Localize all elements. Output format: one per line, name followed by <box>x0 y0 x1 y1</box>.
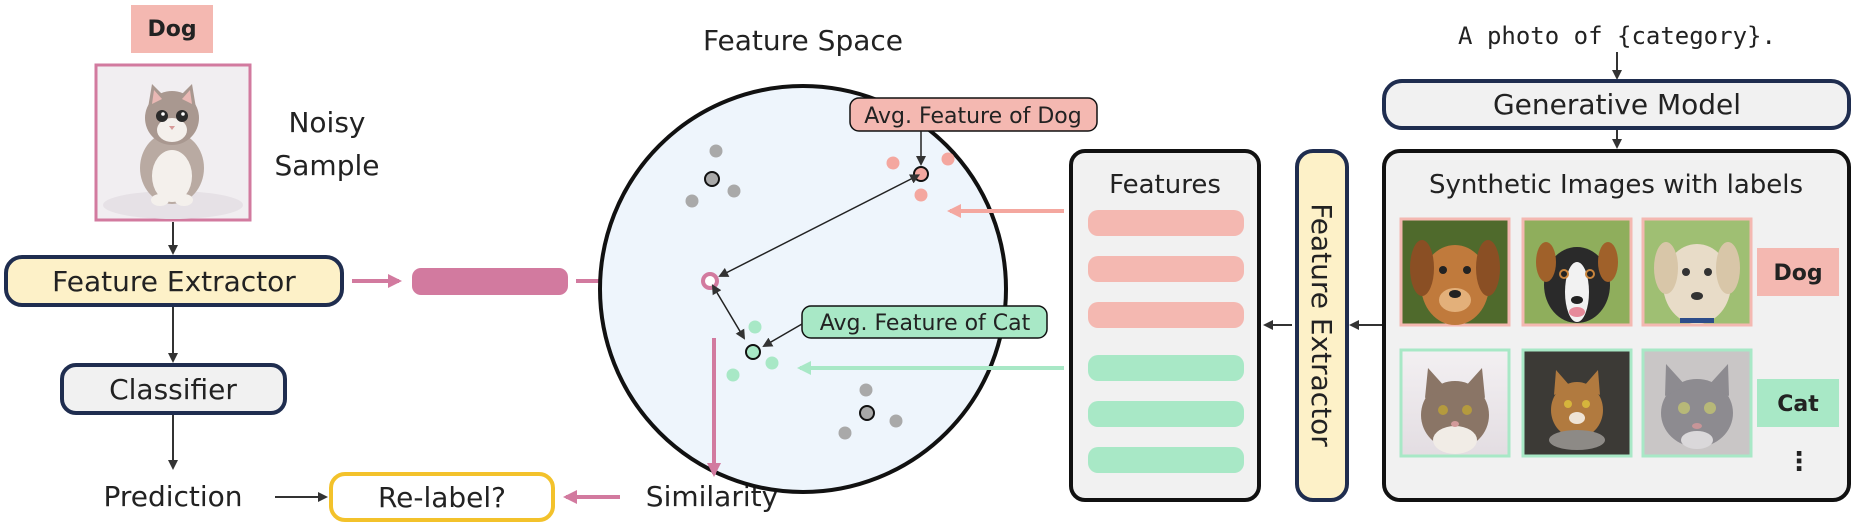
cat-image-2 <box>1521 348 1633 458</box>
synthetic-images-panel: Synthetic Images with labels <box>1382 149 1851 502</box>
dog-feature-cluster <box>886 152 955 202</box>
generative-model-label: Generative Model <box>1493 88 1741 121</box>
noisy-label-line1: Noisy <box>288 106 365 139</box>
generative-model-box: Generative Model <box>1382 79 1851 130</box>
noisy-label-line2: Sample <box>275 149 380 182</box>
noisy-sample-image <box>94 63 252 222</box>
distance-to-cat <box>711 284 746 340</box>
dog-tag-label: Dog <box>147 17 196 42</box>
feature-extractor-label: Feature Extractor <box>52 265 296 298</box>
feature-space-title: Feature Space <box>703 24 903 57</box>
dog-image-3 <box>1641 217 1753 327</box>
relabel-label: Re-label? <box>378 481 506 514</box>
dog-class-tag: Dog <box>1757 248 1839 296</box>
relabel-box: Re-label? <box>329 472 555 522</box>
synthetic-title: Synthetic Images with labels <box>1429 170 1803 200</box>
cat-image-1 <box>1399 348 1511 458</box>
cat-image-3 <box>1641 348 1753 458</box>
dog-feature-bar <box>1088 302 1244 328</box>
cat-feature-cluster <box>726 320 779 382</box>
avg-dog-point <box>913 166 929 182</box>
avg-cat-point <box>745 344 761 360</box>
dog-image-2 <box>1521 217 1633 327</box>
features-title: Features <box>1109 170 1221 200</box>
features-panel: Features <box>1069 149 1261 502</box>
dog-tag: Dog <box>131 5 213 53</box>
distance-to-dog <box>718 174 921 277</box>
avg-cat-callout: Avg. Feature of Cat <box>801 305 1048 339</box>
avg-cat-label: Avg. Feature of Cat <box>820 311 1031 336</box>
feature-extractor-box: Feature Extractor <box>4 255 344 307</box>
noisy-sample-point <box>701 272 719 290</box>
classifier-box: Classifier <box>60 363 287 415</box>
cat-class-tag: Cat <box>1757 379 1839 427</box>
gray-cluster-bottom <box>838 383 903 440</box>
feature-space-circle <box>598 84 1008 494</box>
dog-class-label: Dog <box>1773 261 1822 286</box>
prompt-text: A photo of {category}. <box>1458 22 1776 50</box>
prediction-label: Prediction <box>103 480 242 513</box>
more-ellipsis: ⋮ <box>1786 447 1812 477</box>
dog-image-1 <box>1399 217 1511 327</box>
feature-extractor-vertical-label: Feature Extractor <box>1305 203 1338 447</box>
feature-extractor-vertical: Feature Extractor <box>1295 149 1349 502</box>
dog-feature-bar <box>1088 256 1244 282</box>
classifier-label: Classifier <box>109 373 237 406</box>
cat-feature-bar <box>1088 355 1244 381</box>
cat-feature-bar <box>1088 447 1244 473</box>
avg-dog-label: Avg. Feature of Dog <box>864 104 1081 129</box>
noisy-feature-vector <box>412 268 568 295</box>
avg-dog-callout: Avg. Feature of Dog <box>849 97 1098 132</box>
arrow-avg-cat <box>762 323 803 348</box>
cat-class-label: Cat <box>1777 392 1819 417</box>
dog-feature-bar <box>1088 210 1244 236</box>
cat-feature-bar <box>1088 401 1244 427</box>
